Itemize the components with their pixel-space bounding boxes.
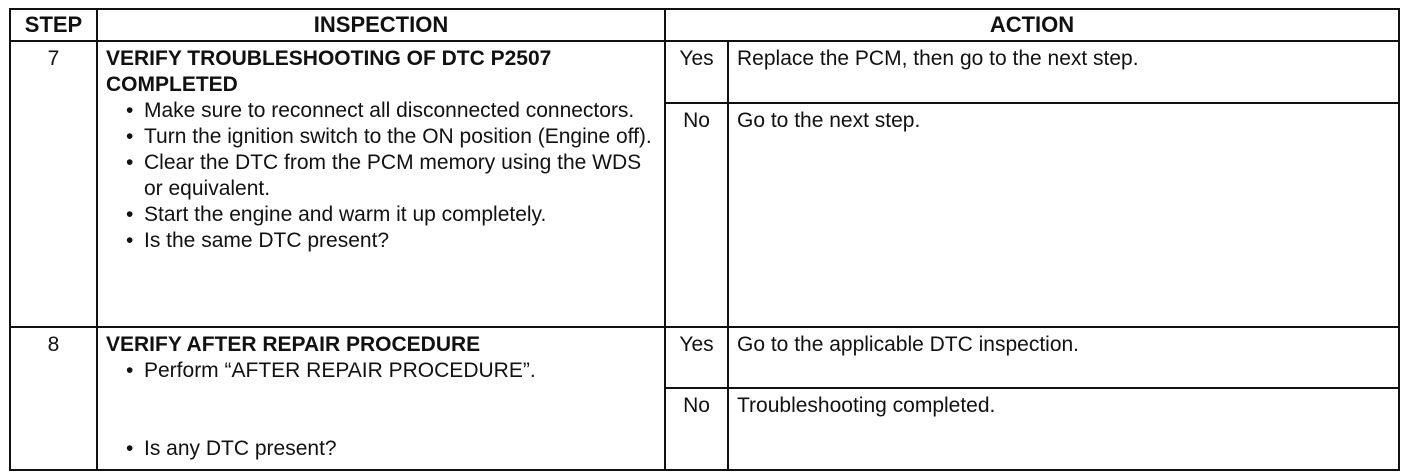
step-7-inspection: VERIFY TROUBLESHOOTING OF DTC P2507 COMP… [96,40,666,328]
no-action: Troubleshooting completed. [726,387,1401,471]
step-number: 7 [9,40,98,328]
header-action: ACTION [663,8,1401,42]
yes-label: Yes [664,40,729,104]
step-title: VERIFY TROUBLESHOOTING OF DTC P2507 COMP… [106,47,552,96]
step-8-no-row: No Troubleshooting completed. [10,387,1401,471]
header-step: STEP [9,8,98,42]
yes-action: Replace the PCM, then go to the next ste… [726,40,1401,104]
list-item: Turn the ignition switch to the ON posit… [126,124,656,150]
step-7-yes-row: 7 VERIFY TROUBLESHOOTING OF DTC P2507 CO… [9,40,1401,328]
list-item: Perform “AFTER REPAIR PROCEDURE”. [126,358,656,384]
list-item: Clear the DTC from the PCM memory using … [126,150,656,202]
no-label: No [664,387,729,471]
yes-action: Go to the applicable DTC inspection. [726,326,1401,389]
header-row: STEP INSPECTION ACTION [9,8,1401,42]
list-item: Is any DTC present? [126,436,656,462]
step-7-no-row: No Go to the next step. [10,102,1401,328]
step-title: VERIFY AFTER REPAIR PROCEDURE [106,333,481,356]
troubleshooting-table: STEP INSPECTION ACTION 7 VERIFY TROUBLES… [9,8,1401,471]
yes-label: Yes [664,326,729,389]
header-inspection: INSPECTION [96,8,666,42]
step-8-inspection: VERIFY AFTER REPAIR PROCEDURE Perform “A… [96,326,666,471]
inspection-bullets: Make sure to reconnect all disconnected … [106,98,656,254]
list-item: Start the engine and warm it up complete… [126,202,656,228]
inspection-bullets: Perform “AFTER REPAIR PROCEDURE”. Is any… [106,358,656,462]
list-item: Make sure to reconnect all disconnected … [126,98,656,124]
step-number: 8 [9,326,98,471]
list-item: Is the same DTC present? [126,228,656,254]
no-label: No [664,102,729,328]
step-8-yes-row: 8 VERIFY AFTER REPAIR PROCEDURE Perform … [9,326,1401,471]
no-action: Go to the next step. [726,102,1401,328]
